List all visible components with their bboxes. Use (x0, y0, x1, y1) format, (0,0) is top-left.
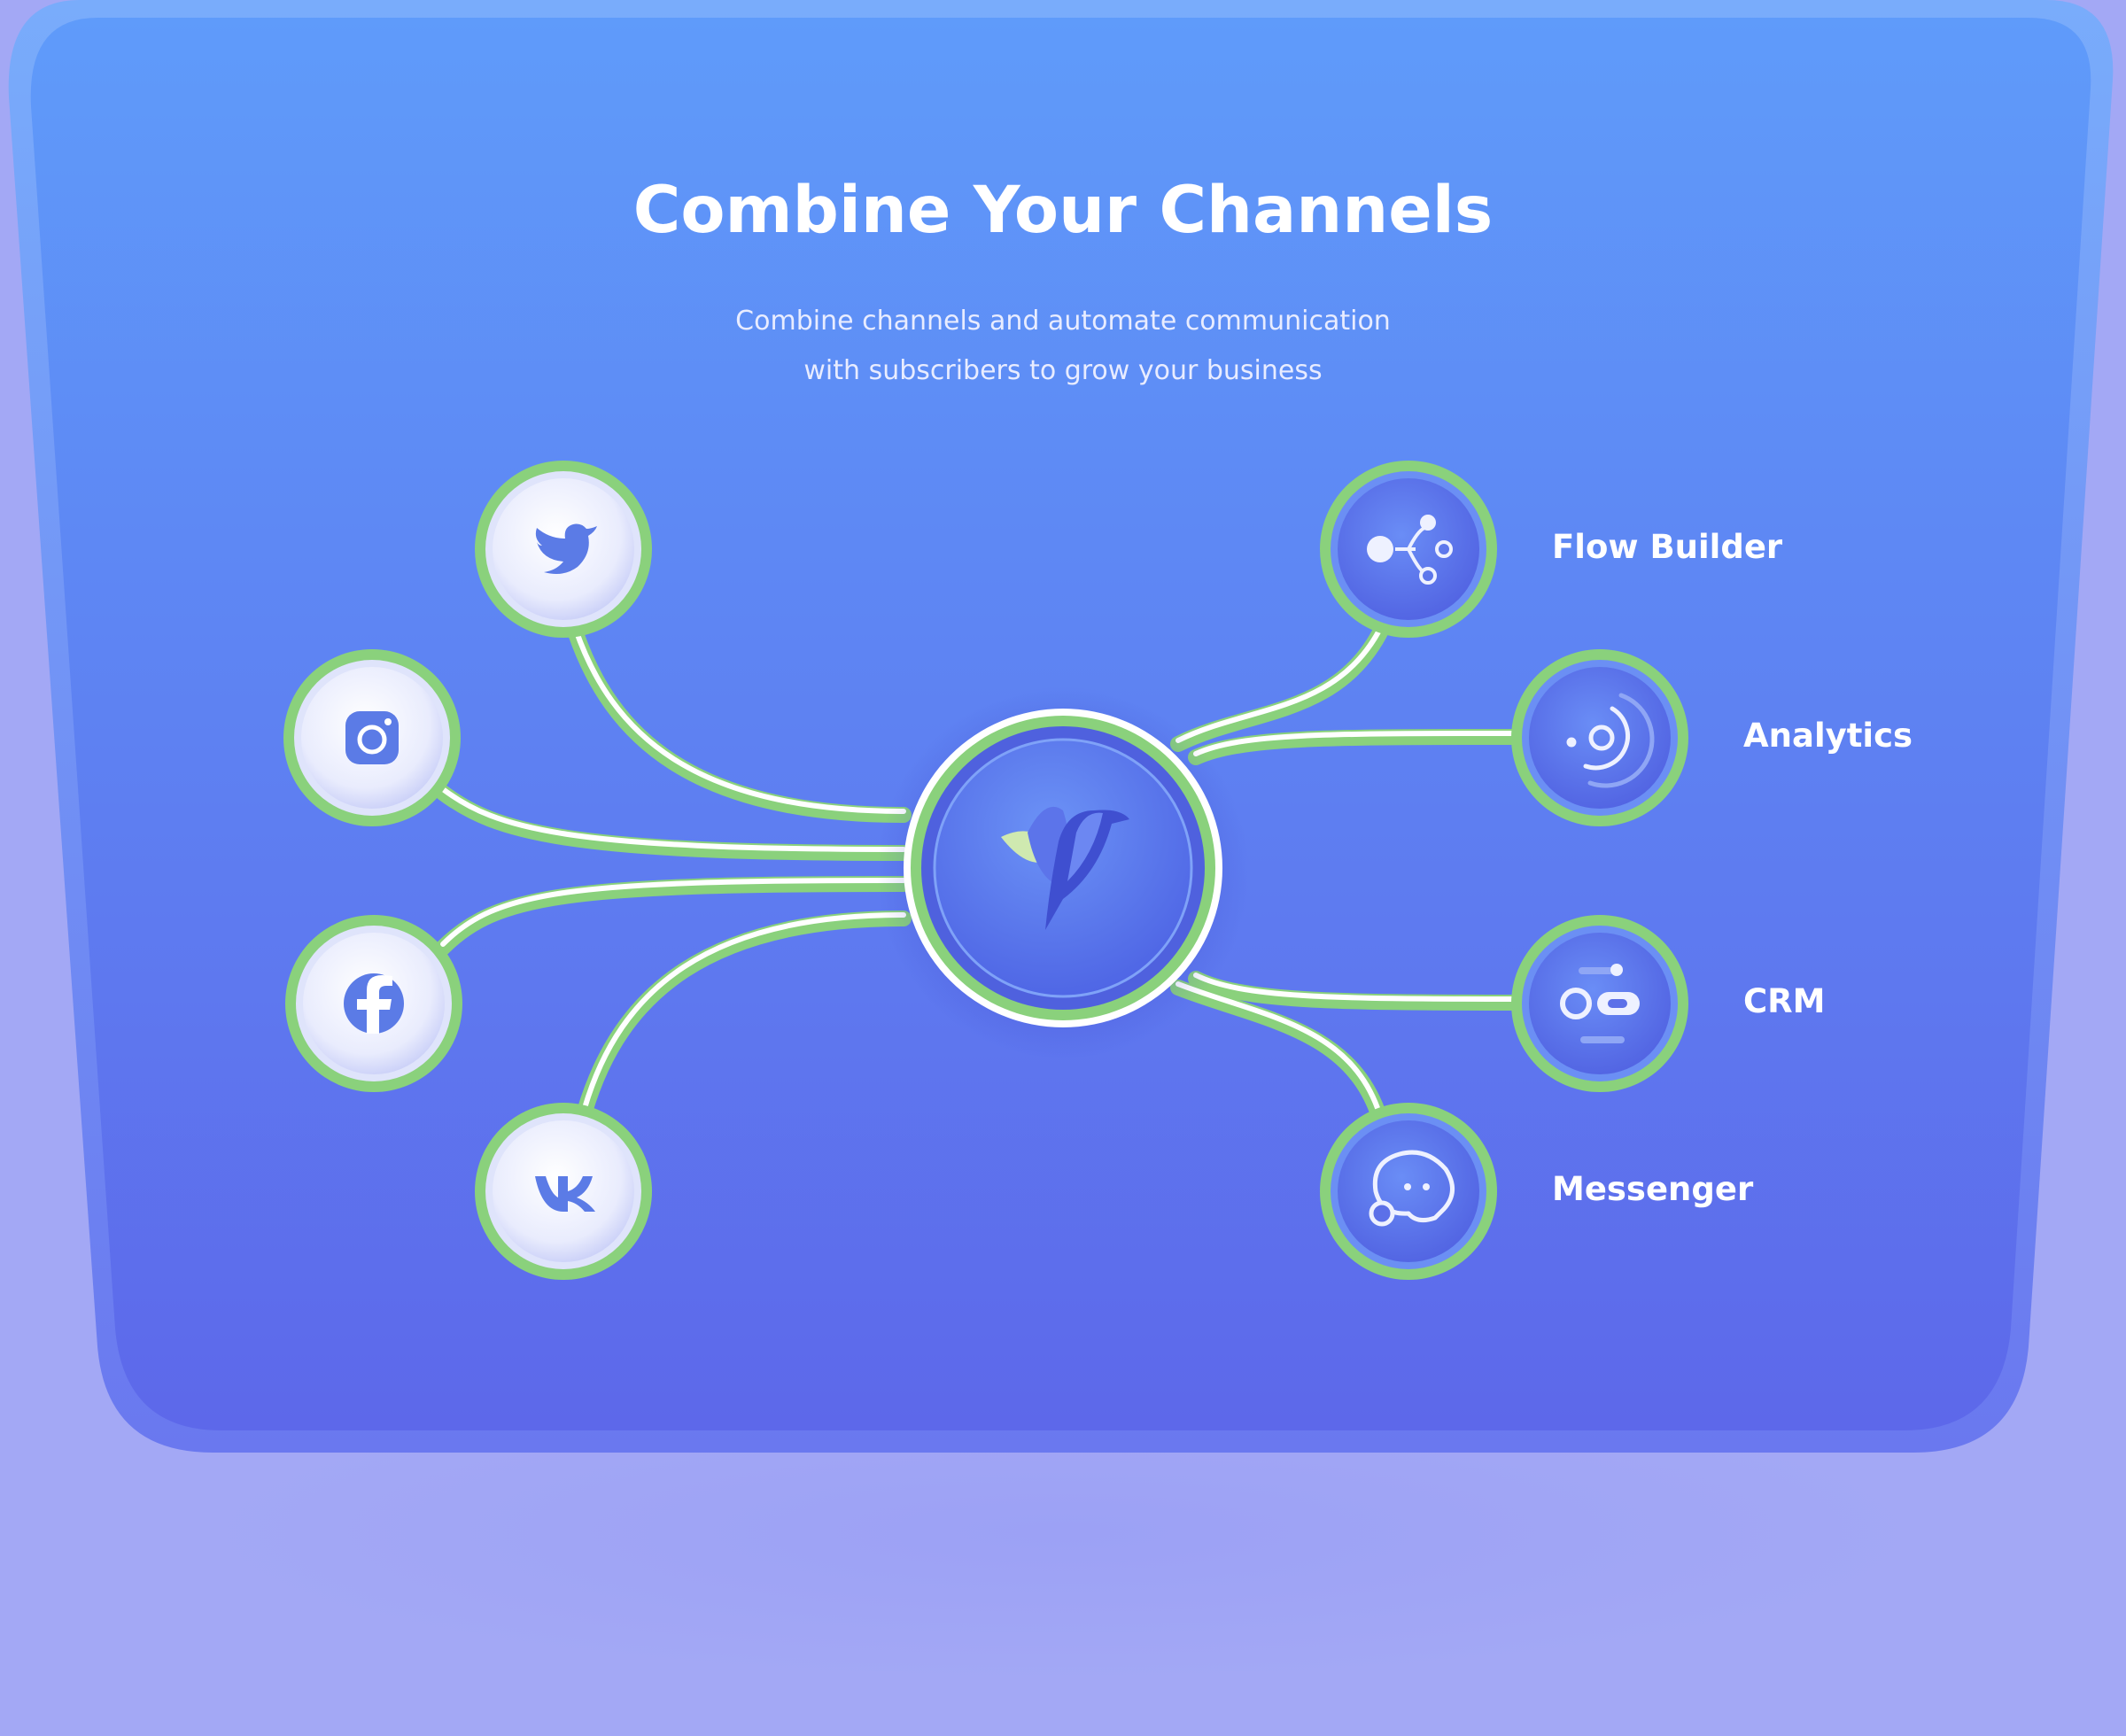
connector-crm-highlight (1193, 973, 1517, 1002)
connector-crm (1188, 971, 1523, 1011)
twitter-icon (535, 523, 597, 574)
connector-messenger-highlight (1176, 981, 1380, 1111)
channel-node-instagram[interactable] (283, 649, 461, 826)
feature-node-analytics[interactable] (1511, 649, 1688, 826)
label-messenger[interactable]: Messenger (1552, 1170, 1754, 1208)
connector-analytics (1188, 729, 1523, 765)
vk-icon (535, 1176, 595, 1212)
messenger-icon (1369, 1150, 1455, 1227)
instagram-icon (345, 711, 399, 764)
connector-analytics-highlight (1193, 731, 1517, 756)
flow-builder-icon (1367, 515, 1453, 585)
connector-instagram-highlight (440, 787, 906, 852)
subtitle-line-1: Combine channels and automate communicat… (735, 306, 1391, 337)
label-crm[interactable]: CRM (1743, 982, 1826, 1020)
connector-twitter-highlight (573, 627, 906, 814)
connector-vk-highlight (582, 912, 906, 1111)
page-title: Combine Your Channels (632, 173, 1494, 248)
label-analytics[interactable]: Analytics (1743, 717, 1913, 755)
analytics-icon (1566, 693, 1655, 788)
feature-node-flow-builder[interactable] (1320, 461, 1497, 638)
feature-node-crm[interactable] (1511, 915, 1688, 1092)
feature-node-messenger[interactable] (1320, 1103, 1497, 1280)
bird-logo-icon (1001, 806, 1129, 930)
channel-node-twitter[interactable] (475, 461, 652, 638)
connector-facebook-highlight (440, 878, 906, 947)
channel-node-vk[interactable] (475, 1103, 652, 1280)
connector-instagram (435, 785, 912, 861)
facebook-icon (344, 973, 404, 1034)
channel-node-facebook[interactable] (285, 915, 462, 1092)
connector-lines (435, 621, 1523, 1120)
subtitle-line-2: with subscribers to grow your business (803, 355, 1323, 386)
crm-icon (1560, 964, 1640, 1043)
connector-facebook (435, 876, 912, 956)
hub-node[interactable] (877, 686, 1249, 1058)
label-flow-builder[interactable]: Flow Builder (1552, 528, 1783, 566)
connector-flow-builder-highlight (1176, 623, 1385, 743)
